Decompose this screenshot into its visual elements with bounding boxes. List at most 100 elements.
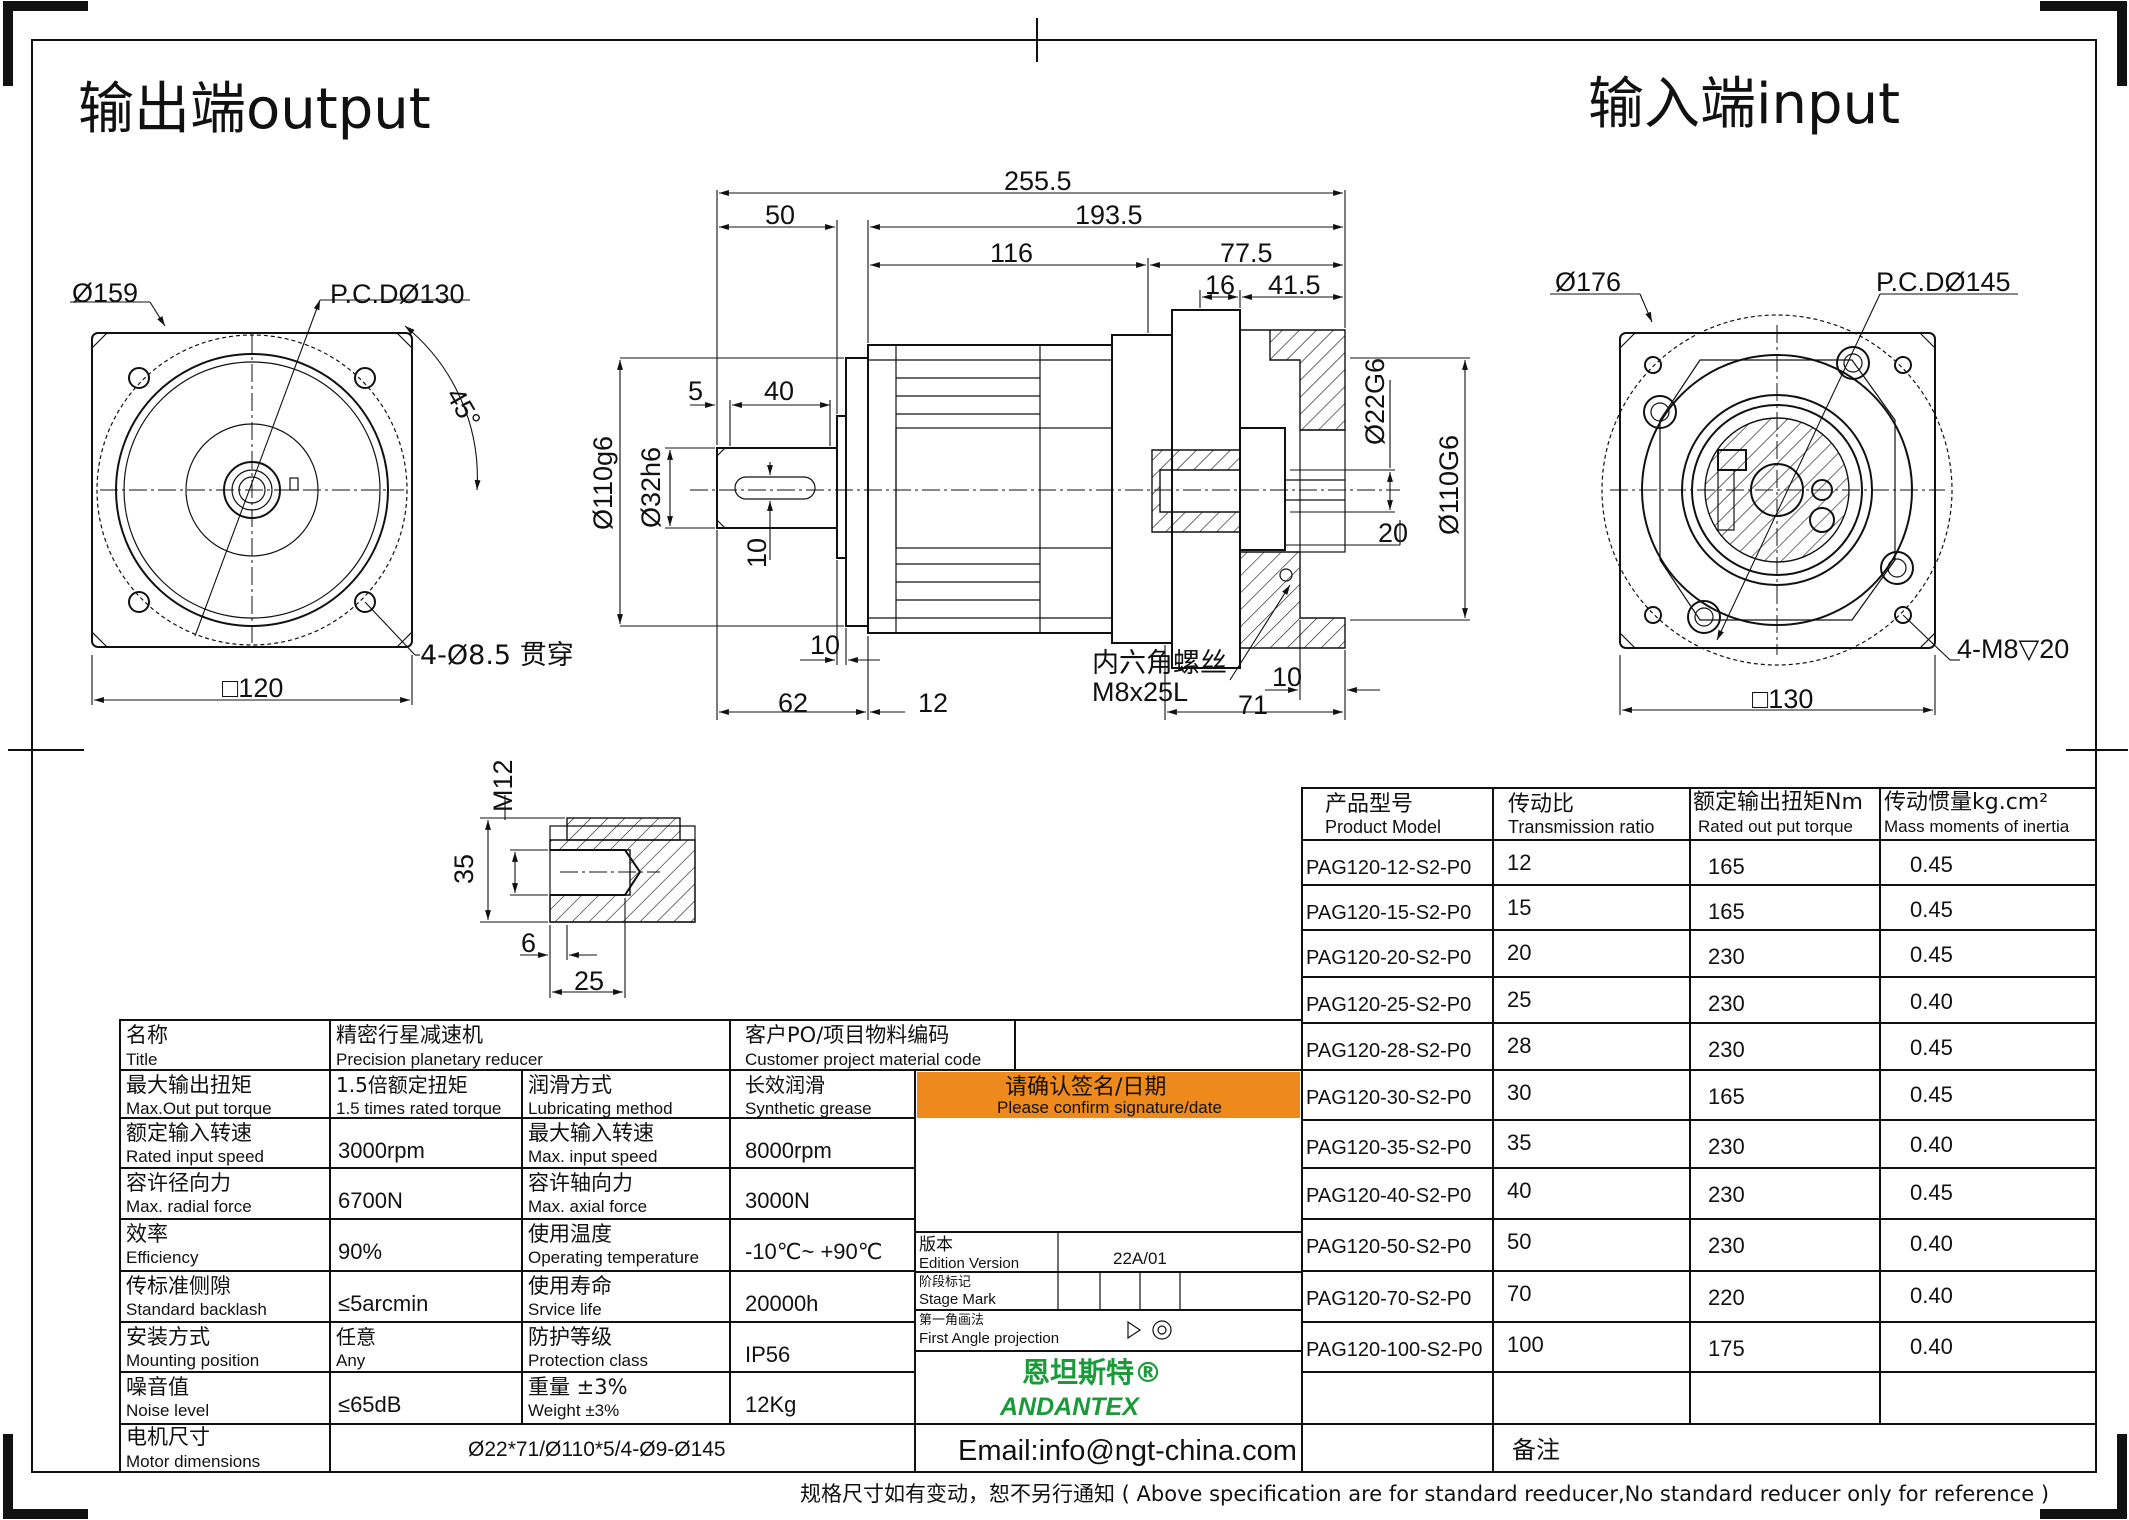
- bolt-label-cn: 内六角螺丝: [1092, 648, 1227, 679]
- angle-label-cn: 第一角画法: [919, 1313, 984, 1328]
- spec-label-cn: 最大输入转速: [528, 1121, 654, 1145]
- model-cell-inertia: 0.45: [1910, 1082, 1953, 1107]
- model-cell-ratio: 20: [1507, 940, 1531, 965]
- spec-value: 20000h: [745, 1291, 818, 1316]
- model-cell-name: PAG120-40-S2-P0: [1306, 1185, 1471, 1207]
- model-cell-inertia: 0.45: [1910, 1035, 1953, 1060]
- dim-5: 5: [688, 376, 703, 406]
- contact-email: Email:info@ngt-china.com: [958, 1435, 1297, 1467]
- spec-label-cn: 效率: [126, 1222, 168, 1246]
- spec-label-en: Lubricating method: [528, 1099, 673, 1118]
- spec-label-en: Mounting position: [126, 1351, 259, 1370]
- spec-value: IP56: [745, 1342, 790, 1367]
- spec-value-cn: 任意: [336, 1325, 376, 1349]
- dim-dia-32: Ø32h6: [636, 447, 666, 528]
- edition-label-en: Edition Version: [919, 1255, 1019, 1272]
- model-cell-ratio: 40: [1507, 1178, 1531, 1203]
- dim-dia-110-in: Ø110G6: [1434, 435, 1464, 535]
- model-cell-ratio: 50: [1507, 1229, 1531, 1254]
- dim-20: 20: [1378, 518, 1408, 548]
- model-cell-ratio: 30: [1507, 1080, 1531, 1105]
- spec-label-cn: 额定输入转速: [126, 1121, 252, 1145]
- model-cell-torque: 175: [1708, 1336, 1745, 1361]
- model-cell-torque: 165: [1708, 1084, 1745, 1109]
- model-cell-name: PAG120-28-S2-P0: [1306, 1040, 1471, 1062]
- dim-10-flange: 10: [810, 630, 840, 660]
- detail-thread: M12: [488, 759, 518, 812]
- dim-116: 116: [990, 238, 1033, 268]
- model-cell-name: PAG120-70-S2-P0: [1306, 1288, 1471, 1310]
- model-cell-torque: 230: [1708, 1134, 1745, 1159]
- spec-label-en: Max. axial force: [528, 1197, 647, 1216]
- detail-view: [480, 795, 696, 998]
- spec-label-en: Max. input speed: [528, 1147, 657, 1166]
- product-name-cn: 精密行星减速机: [336, 1023, 483, 1047]
- spec-value: 3000rpm: [338, 1138, 425, 1163]
- model-cell-ratio: 25: [1507, 987, 1531, 1012]
- detail-35: 35: [449, 854, 479, 884]
- footer-note: 规格尺寸如有变动，恕不另行通知 ( Above specification ar…: [800, 1482, 2049, 1506]
- dim-12: 12: [918, 688, 948, 718]
- output-header: 输出端output: [78, 77, 431, 142]
- model-cell-name: PAG120-12-S2-P0: [1306, 857, 1471, 879]
- spec-label-en: Operating temperature: [528, 1248, 699, 1267]
- model-cell-torque: 230: [1708, 1233, 1745, 1258]
- stage-label-en: Stage Mark: [919, 1291, 996, 1308]
- stage-label-cn: 阶段标记: [919, 1275, 971, 1290]
- spec-label-cn: 重量 ±3%: [528, 1375, 628, 1399]
- dim-16: 16: [1205, 270, 1235, 300]
- col-torque-cn: 额定输出扭矩Nm: [1693, 790, 1863, 815]
- front-pcd: P.C.DØ130: [330, 279, 465, 309]
- model-cell-inertia: 0.45: [1910, 1180, 1953, 1205]
- spec-value: -10℃~ +90℃: [745, 1239, 883, 1264]
- dim-77-5: 77.5: [1220, 238, 1273, 268]
- customer-code-en: Customer project material code: [745, 1050, 981, 1069]
- spec-label-cn: 噪音值: [126, 1375, 189, 1399]
- dim-71: 71: [1238, 690, 1268, 720]
- model-cell-inertia: 0.40: [1910, 1231, 1953, 1256]
- model-cell-torque: 220: [1708, 1285, 1745, 1310]
- col-model-en: Product Model: [1325, 817, 1441, 837]
- spec-label-en: Protection class: [528, 1351, 648, 1370]
- front-square: □120: [222, 673, 283, 703]
- title-label-en: Title: [126, 1050, 158, 1069]
- spec-label-en: Efficiency: [126, 1248, 199, 1267]
- input-holes: 4-M8▽20: [1957, 634, 2069, 664]
- model-cell-torque: 230: [1708, 1182, 1745, 1207]
- spec-label-cn: 使用温度: [528, 1222, 612, 1246]
- input-header: 输入端input: [1588, 72, 1900, 137]
- spec-value-cn: 1.5倍额定扭矩: [336, 1073, 468, 1097]
- spec-label-cn: 容许轴向力: [528, 1171, 633, 1195]
- model-cell-name: PAG120-20-S2-P0: [1306, 947, 1471, 969]
- model-cell-name: PAG120-100-S2-P0: [1306, 1339, 1482, 1361]
- bolt-label-spec: M8x25L: [1092, 677, 1188, 707]
- col-torque-en: Rated out put torque: [1698, 817, 1853, 836]
- sheet-frame: [3, 1, 2128, 1519]
- model-cell-name: PAG120-50-S2-P0: [1306, 1236, 1471, 1258]
- spec-label-cn: 安装方式: [126, 1325, 210, 1349]
- model-cell-name: PAG120-35-S2-P0: [1306, 1137, 1471, 1159]
- model-cell-inertia: 0.40: [1910, 1132, 1953, 1157]
- spec-value: 90%: [338, 1239, 382, 1264]
- dim-10-in: 10: [1272, 662, 1302, 692]
- model-cell-torque: 230: [1708, 944, 1745, 969]
- model-cell-torque: 165: [1708, 899, 1745, 924]
- model-cell-torque: 165: [1708, 854, 1745, 879]
- spec-value: ≤5arcmin: [338, 1291, 428, 1316]
- model-cell-ratio: 12: [1507, 850, 1531, 875]
- spec-value: ≤65dB: [338, 1392, 401, 1417]
- dim-193-5: 193.5: [1075, 200, 1143, 230]
- front-holes: 4-Ø8.5 贯穿: [420, 640, 574, 671]
- spec-value: 6700N: [338, 1188, 403, 1213]
- col-inertia-cn: 传动惯量kg.cm²: [1884, 790, 2048, 815]
- model-cell-inertia: 0.40: [1910, 1334, 1953, 1359]
- spec-label-en: Max. radial force: [126, 1197, 252, 1216]
- confirm-label-cn: 请确认签名/日期: [1005, 1075, 1166, 1100]
- input-dia-outer: Ø176: [1555, 267, 1621, 297]
- spec-label-cn: 防护等级: [528, 1325, 612, 1349]
- spec-label-cn: 传标准侧隙: [126, 1274, 231, 1298]
- col-ratio-en: Transmission ratio: [1508, 817, 1654, 837]
- dim-62: 62: [778, 688, 808, 718]
